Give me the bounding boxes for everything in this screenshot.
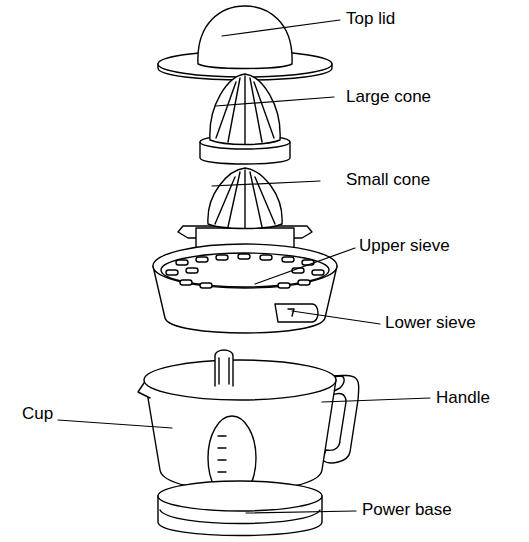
top-lid-drawing (158, 6, 332, 80)
leader-line (216, 97, 334, 106)
hole (196, 257, 208, 262)
part-label: Lower sieve (385, 313, 476, 333)
leader-line (222, 20, 340, 36)
rib (215, 177, 235, 224)
hole (302, 260, 314, 265)
part-label: Small cone (346, 170, 430, 190)
measure-ticks (218, 436, 226, 484)
power-base-drawing (158, 481, 322, 536)
leader-line (255, 248, 355, 284)
part-label: Upper sieve (359, 236, 450, 256)
tick (218, 435, 226, 436)
base-top (158, 481, 322, 511)
sieve-holes (166, 254, 324, 288)
hole (166, 270, 178, 275)
sieve-rim (153, 244, 337, 288)
small-cone-body (208, 168, 282, 229)
part-label: Power base (362, 500, 452, 520)
rib (254, 82, 274, 138)
part-label: Handle (436, 388, 490, 408)
leader-line (58, 420, 172, 428)
part-label: Cup (22, 404, 53, 424)
sieve-drawing (153, 244, 337, 333)
cone-ribs (216, 76, 274, 144)
rib (244, 76, 245, 144)
hole (180, 280, 192, 285)
rib (216, 82, 236, 138)
sieve-tab (275, 304, 318, 322)
hole (312, 270, 324, 275)
large-cone-body (210, 74, 280, 145)
tick (218, 447, 226, 448)
cup-rim (144, 360, 336, 400)
cup-drawing (138, 350, 359, 500)
tick (218, 459, 226, 460)
hole (176, 260, 188, 265)
tab-mark (288, 309, 294, 316)
lid-dome (198, 6, 292, 69)
large-cone-drawing (200, 74, 290, 164)
cup-spindle (215, 350, 233, 386)
leader-line (322, 398, 430, 402)
hole (238, 254, 250, 259)
hole (260, 255, 272, 260)
part-label: Large cone (346, 87, 431, 107)
leader-line (246, 511, 356, 513)
hole (298, 280, 310, 285)
cone-ribs (215, 170, 275, 228)
hole (186, 268, 198, 273)
rib (244, 170, 245, 228)
part-label: Top lid (346, 9, 395, 29)
small-cone-drawing (178, 168, 312, 256)
sieve-floor (161, 253, 329, 287)
tick (218, 471, 226, 472)
spindle-grooves (219, 358, 229, 384)
hole (282, 257, 294, 262)
hole (216, 255, 228, 260)
leader-line (212, 181, 320, 186)
hole (200, 283, 212, 288)
leader-line (292, 311, 380, 324)
hole (278, 283, 290, 288)
